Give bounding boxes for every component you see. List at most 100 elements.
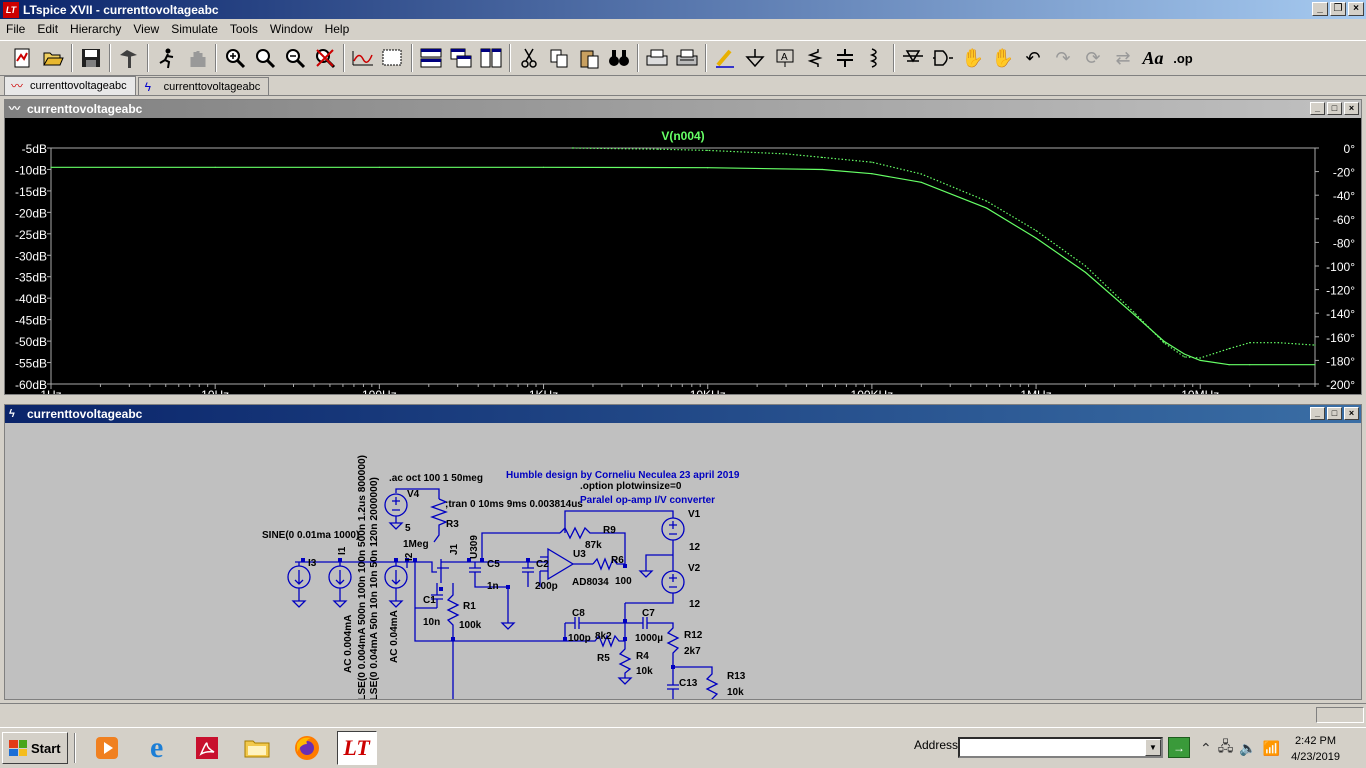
start-button[interactable]: Start bbox=[2, 732, 68, 764]
menu-edit[interactable]: Edit bbox=[37, 22, 59, 36]
zoom-in-icon[interactable] bbox=[220, 43, 250, 73]
minimize-button[interactable]: _ bbox=[1312, 2, 1328, 16]
series-point-1 bbox=[707, 149, 709, 151]
autorange-icon[interactable] bbox=[348, 43, 378, 73]
capacitor-icon[interactable] bbox=[830, 43, 860, 73]
media-player-icon[interactable] bbox=[87, 731, 127, 765]
series-point-0 bbox=[1314, 364, 1316, 366]
undo-icon[interactable]: ↶ bbox=[1025, 47, 1041, 68]
series-point-0 bbox=[1035, 237, 1037, 239]
trace-select-icon[interactable] bbox=[378, 43, 408, 73]
c2-label: C2 bbox=[536, 559, 549, 570]
component-icon[interactable] bbox=[928, 43, 958, 73]
r9-label: R9 bbox=[603, 525, 616, 536]
print-icon[interactable] bbox=[672, 43, 702, 73]
schematic-window-titlebar[interactable]: ϟ currenttovoltageabc _ □ × bbox=[5, 405, 1361, 423]
copy-icon[interactable] bbox=[544, 43, 574, 73]
rotate-icon[interactable]: ⟳ bbox=[1085, 47, 1101, 68]
y-left-tick-label: -35dB bbox=[15, 271, 47, 285]
tab-schematic[interactable]: ϟ currenttovoltageabc bbox=[137, 77, 270, 95]
description-comment[interactable]: Paralel op-amp I/V converter bbox=[580, 495, 715, 506]
chevron-up-icon[interactable]: ⌃ bbox=[1200, 739, 1212, 756]
network-icon[interactable]: 🖧 bbox=[1217, 738, 1234, 754]
schematic-canvas[interactable]: .ac oct 100 1 50meg ;tran 0 10ms 9ms 0.0… bbox=[5, 423, 1361, 715]
plot-window-titlebar[interactable]: 〰 currenttovoltageabc _ □ × bbox=[5, 100, 1361, 118]
drag-icon[interactable]: ✋ bbox=[991, 47, 1015, 68]
plot-close-button[interactable]: × bbox=[1344, 102, 1359, 115]
mirror-icon[interactable]: ⇄ bbox=[1115, 47, 1131, 68]
menu-tools[interactable]: Tools bbox=[229, 22, 258, 36]
resistor-icon[interactable] bbox=[800, 43, 830, 73]
x-tick-label: 1KHz bbox=[529, 388, 558, 394]
internet-explorer-icon[interactable]: e bbox=[149, 731, 164, 764]
new-schematic-icon[interactable] bbox=[8, 43, 38, 73]
windows-logo-icon bbox=[9, 740, 27, 756]
text-icon[interactable]: Aa bbox=[1142, 47, 1164, 68]
schematic-minimize-button[interactable]: _ bbox=[1310, 407, 1325, 420]
cascade-icon[interactable] bbox=[446, 43, 476, 73]
plot-area[interactable]: -5dB-10dB-15dB-20dB-25dB-30dB-35dB-40dB-… bbox=[5, 118, 1361, 402]
control-panel-icon[interactable] bbox=[114, 43, 144, 73]
find-icon[interactable] bbox=[604, 43, 634, 73]
taskbar-clock[interactable]: 2:42 PM 4/23/2019 bbox=[1291, 733, 1340, 765]
sound-icon[interactable]: 🔈 bbox=[1239, 739, 1257, 756]
ac-directive[interactable]: .ac oct 100 1 50meg bbox=[389, 473, 483, 484]
menu-simulate[interactable]: Simulate bbox=[171, 22, 218, 36]
inductor-icon[interactable] bbox=[860, 43, 890, 73]
menu-hierarchy[interactable]: Hierarchy bbox=[70, 22, 122, 36]
label-net-icon[interactable]: A bbox=[770, 43, 800, 73]
close-button[interactable]: × bbox=[1348, 2, 1364, 16]
app-titlebar: LT LTspice XVII - currenttovoltageabc _ … bbox=[0, 0, 1366, 19]
address-input[interactable]: ▼ bbox=[958, 737, 1163, 758]
menu-window[interactable]: Window bbox=[269, 22, 313, 36]
menu-bar: File Edit Hierarchy View Simulate Tools … bbox=[0, 19, 1366, 39]
menu-help[interactable]: Help bbox=[324, 22, 350, 36]
schematic-maximize-button[interactable]: □ bbox=[1327, 407, 1342, 420]
zoom-pan-icon[interactable] bbox=[250, 43, 280, 73]
credit-comment[interactable]: Humble design by Corneliu Neculea 23 apr… bbox=[506, 470, 740, 481]
tab-waveform[interactable]: 〰 currenttovoltageabc bbox=[4, 76, 136, 95]
file-explorer-icon[interactable] bbox=[237, 731, 277, 765]
series-point-0 bbox=[1134, 314, 1136, 316]
circuit-drawing[interactable]: .ac oct 100 1 50meg ;tran 0 10ms 9ms 0.0… bbox=[5, 423, 1361, 715]
open-icon[interactable] bbox=[38, 43, 68, 73]
ltspice-taskbar-icon[interactable]: LT bbox=[336, 731, 377, 765]
c2-value: 200p bbox=[535, 581, 558, 592]
ground-icon[interactable] bbox=[740, 43, 770, 73]
diode-icon[interactable] bbox=[898, 43, 928, 73]
i2-pulse: PULSE(0 0.04mA 50n 10n 10n 50n 120n 2000… bbox=[369, 477, 380, 699]
y-left-tick-label: -5dB bbox=[22, 142, 47, 156]
cut-icon[interactable] bbox=[514, 43, 544, 73]
save-icon[interactable] bbox=[76, 43, 106, 73]
schematic-window: ϟ currenttovoltageabc _ □ × bbox=[4, 404, 1362, 715]
option-directive[interactable]: .option plotwinsize=0 bbox=[580, 481, 682, 492]
tile-vertical-icon[interactable] bbox=[476, 43, 506, 73]
signal-icon[interactable]: 📶 bbox=[1262, 739, 1281, 756]
zoom-out-icon[interactable] bbox=[280, 43, 310, 73]
plot-maximize-button[interactable]: □ bbox=[1327, 102, 1342, 115]
bode-chart[interactable]: -5dB-10dB-15dB-20dB-25dB-30dB-35dB-40dB-… bbox=[5, 118, 1361, 402]
schematic-close-button[interactable]: × bbox=[1344, 407, 1359, 420]
tile-horizontal-icon[interactable] bbox=[416, 43, 446, 73]
chevron-down-icon[interactable]: ▼ bbox=[1145, 739, 1161, 756]
spice-directive-icon[interactable]: .op bbox=[1173, 50, 1193, 66]
series-point-0 bbox=[1228, 364, 1230, 366]
menu-file[interactable]: File bbox=[6, 22, 26, 36]
restore-button[interactable]: ❐ bbox=[1330, 2, 1346, 16]
acrobat-reader-icon[interactable] bbox=[187, 731, 227, 765]
draw-wire-icon[interactable] bbox=[710, 43, 740, 73]
go-button[interactable]: → bbox=[1168, 737, 1190, 758]
plot-window-title: currenttovoltageabc bbox=[27, 102, 143, 116]
halt-icon[interactable] bbox=[182, 43, 212, 73]
paste-icon[interactable] bbox=[574, 43, 604, 73]
print-setup-icon[interactable] bbox=[642, 43, 672, 73]
series-point-1 bbox=[986, 200, 988, 202]
zoom-cancel-icon[interactable] bbox=[310, 43, 340, 73]
move-icon[interactable]: ✋ bbox=[961, 47, 985, 68]
firefox-icon[interactable] bbox=[287, 731, 327, 765]
tran-directive[interactable]: ;tran 0 10ms 9ms 0.003814us bbox=[445, 499, 583, 510]
redo-icon[interactable]: ↷ bbox=[1055, 47, 1071, 68]
plot-minimize-button[interactable]: _ bbox=[1310, 102, 1325, 115]
menu-view[interactable]: View bbox=[133, 22, 160, 36]
run-icon[interactable] bbox=[152, 43, 182, 73]
